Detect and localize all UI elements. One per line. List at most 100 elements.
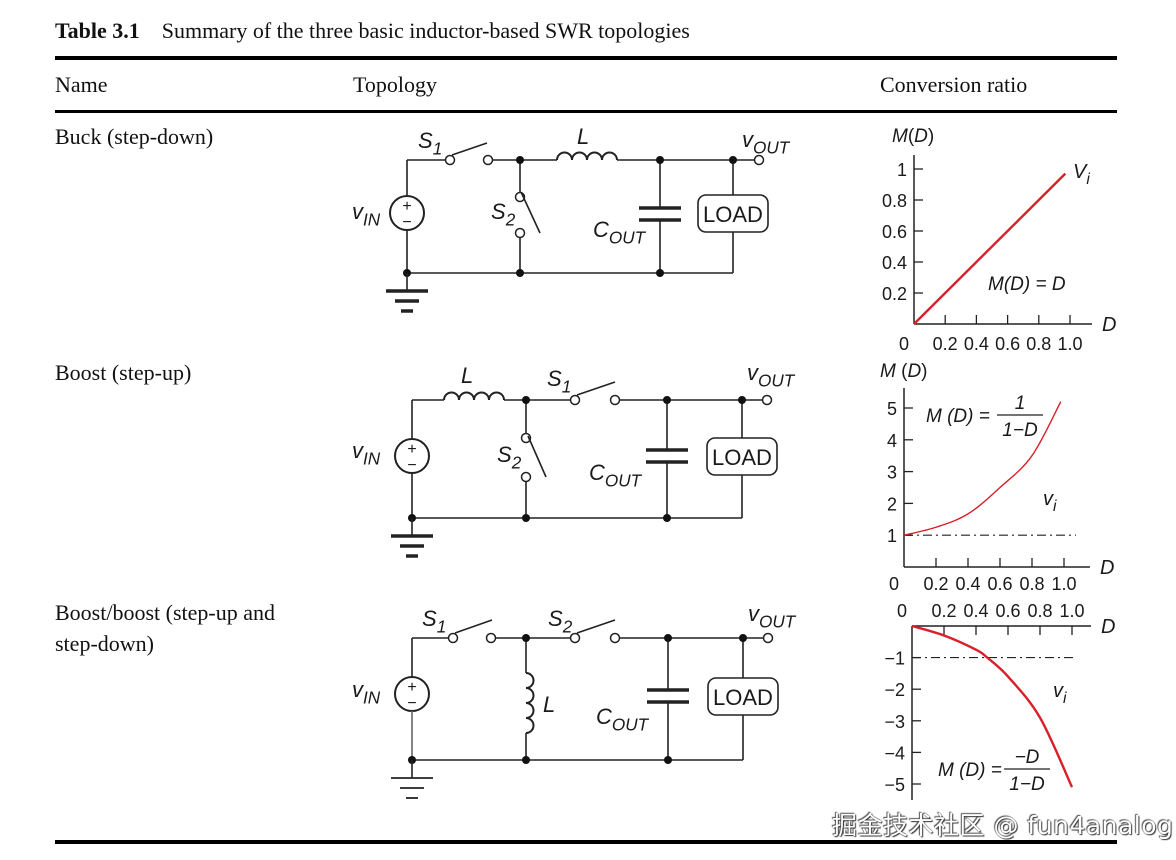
label-s2: S2 (497, 442, 522, 473)
header-rule (55, 110, 1117, 113)
junction-dot (739, 634, 747, 642)
x-axis-label: D (1101, 616, 1115, 638)
label-s2: S2 (491, 199, 516, 230)
x-tick-label: 0.6 (995, 334, 1020, 354)
y-axis-label-part: ( (908, 126, 915, 147)
row-name-buck: Buck (step-down) (55, 124, 214, 149)
plus-sign: + (407, 441, 416, 458)
series-label-main: v (1053, 680, 1064, 702)
series-line-vi (911, 624, 1074, 788)
switch-blade-s1 (451, 142, 488, 156)
y-tick-label: 4 (887, 431, 897, 451)
load-label: LOAD (703, 202, 763, 227)
y-tick-label: 3 (887, 463, 897, 483)
terminal (514, 227, 526, 239)
y-axis-label-part: ) (921, 361, 927, 382)
junction-dot (522, 514, 530, 522)
y-tick-label: 0.8 (882, 191, 907, 211)
y-axis-label-part: D (914, 126, 928, 147)
label-vin: vIN (352, 677, 381, 708)
label-vin: vIN (352, 199, 381, 230)
inductor-icon (525, 672, 535, 734)
series-label-subscript: i (1086, 171, 1090, 188)
label-s1-subscript: 1 (433, 139, 443, 159)
junction-dot (516, 269, 524, 277)
terminal (485, 632, 497, 644)
formula-numerator: −D (1015, 747, 1040, 768)
y-tick-label: 0.6 (882, 222, 907, 242)
label-cout-subscript: OUT (612, 715, 650, 735)
y-tick-label: −5 (884, 775, 905, 795)
y-tick-label: 1 (887, 526, 897, 546)
x-tick-label: 0 (899, 334, 909, 354)
series-label-subscript: i (1053, 498, 1057, 515)
terminal (520, 471, 532, 483)
x-tick-label: 0.4 (963, 601, 988, 621)
label-vout-main: v (748, 601, 761, 626)
label-vin-subscript: IN (363, 210, 381, 230)
formula-numerator: 1 (1015, 393, 1026, 414)
y-tick-label: 2 (887, 494, 897, 514)
label-vout-main: v (747, 360, 760, 385)
series-line-Vi (913, 172, 1067, 325)
terminal (482, 154, 494, 166)
label-inductor: L (461, 363, 473, 388)
label-cout-main: C (593, 217, 609, 242)
header-conversion-ratio: Conversion ratio (880, 72, 1028, 97)
label-s2-subscript: 2 (511, 453, 522, 473)
label-vout-subscript: OUT (759, 612, 797, 632)
series-label: vi (1053, 680, 1067, 707)
y-axis-label-part: M (880, 361, 896, 382)
terminal (569, 394, 581, 406)
minus-sign: − (407, 695, 416, 712)
bottom-rule (55, 840, 1117, 844)
label-cout-subscript: OUT (609, 228, 647, 248)
label-cout-main: C (596, 704, 612, 729)
header-name: Name (55, 72, 108, 97)
terminal (447, 632, 459, 644)
label-vout-subscript: OUT (753, 138, 791, 158)
terminal (762, 632, 774, 644)
label-cout: COUT (589, 460, 643, 491)
terminal (753, 154, 765, 166)
label-vout-subscript: OUT (758, 371, 796, 391)
series-label: Vi (1073, 161, 1090, 188)
label-s1: S1 (418, 128, 442, 159)
x-tick-label: 1.0 (1051, 574, 1076, 594)
series-label-main: v (1043, 488, 1054, 510)
label-s2-subscript: 2 (505, 210, 516, 230)
label-s1-subscript: 1 (437, 617, 447, 637)
x-tick-label: 0.8 (1019, 574, 1044, 594)
terminal (569, 632, 581, 644)
y-axis-label-part: D (907, 361, 921, 382)
plus-sign: + (402, 198, 411, 215)
switch-blade-s2 (576, 619, 616, 634)
terminal (609, 632, 621, 644)
table-label: Table 3.1 (55, 18, 140, 43)
load-label: LOAD (712, 445, 772, 470)
series-line-vi (903, 401, 1062, 536)
x-tick-label: 0 (897, 601, 907, 621)
junction-dot (729, 156, 737, 164)
y-axis-label: M (D) (880, 361, 928, 382)
x-tick-label: 0.6 (995, 601, 1020, 621)
label-s1: S1 (547, 366, 571, 397)
label-inductor: L (543, 692, 555, 717)
label-s1-main: S (547, 366, 562, 391)
label-s2-main: S (497, 442, 512, 467)
junction-dot (522, 756, 530, 764)
x-tick-label: 0 (889, 574, 899, 594)
y-tick-label: −1 (884, 649, 905, 669)
inductor-icon (556, 151, 618, 161)
x-tick-label: 0.4 (964, 334, 989, 354)
label-cout: COUT (596, 704, 650, 735)
x-tick-label: 0.4 (955, 574, 980, 594)
y-axis-label-part: ( (896, 361, 908, 382)
junction-dot (522, 396, 530, 404)
x-tick-label: 0.2 (923, 574, 948, 594)
y-tick-label: 1 (897, 160, 907, 180)
y-tick-label: 0.2 (882, 284, 907, 304)
